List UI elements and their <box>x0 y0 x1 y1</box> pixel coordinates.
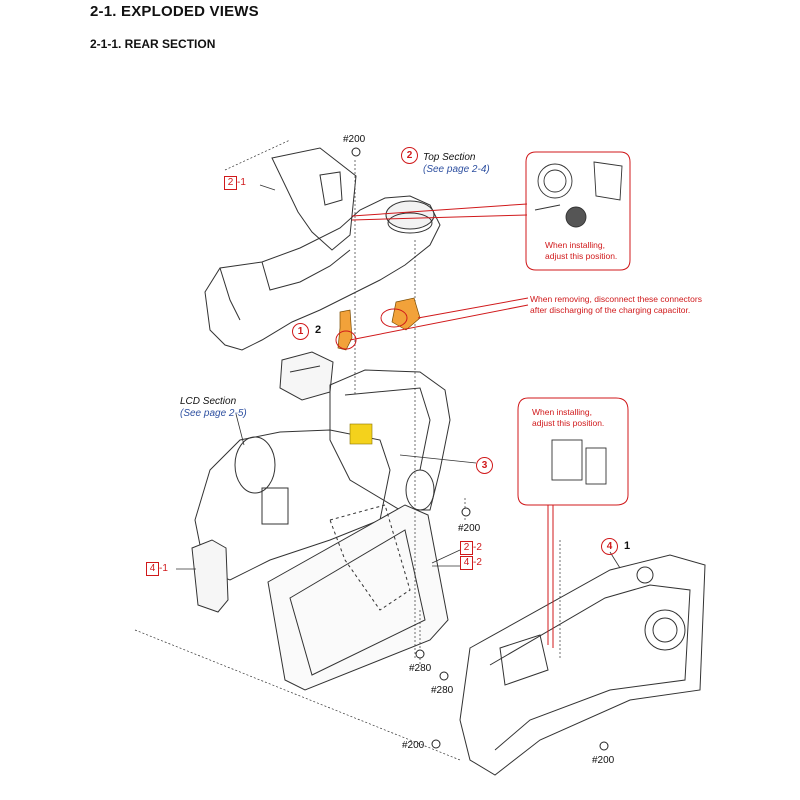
flex-connector-1 <box>337 309 353 351</box>
section-subtitle: 2-1-1. REAR SECTION <box>90 37 216 51</box>
ref-2-2-suffix: -2 <box>473 542 482 553</box>
highlight-component <box>349 423 373 445</box>
part-4-1 <box>191 539 229 613</box>
note-install-mid: When installing, adjust this position. <box>532 407 604 429</box>
part-number-1: 1 <box>624 540 631 552</box>
callout-number-top-section: 2 <box>401 147 418 164</box>
ref-2-1: 2-1 <box>224 176 246 190</box>
note-install-top-line2: adjust this position. <box>545 251 618 261</box>
screw-label-mid-right: #200 <box>458 523 481 534</box>
lcd-section-page-link[interactable]: (See page 2-5) <box>180 408 247 419</box>
screw-label-lower-left: #280 <box>431 685 454 696</box>
ref-4-1-box: 4 <box>146 562 159 576</box>
top-section-page-link[interactable]: (See page 2-4) <box>423 164 490 175</box>
screw-bottom-left <box>431 739 441 749</box>
ref-4-1: 4-1 <box>146 562 168 576</box>
panel-2-1 <box>271 147 357 251</box>
screw-lower-left <box>439 671 449 681</box>
callout-number-4: 4 <box>601 538 618 555</box>
mode-dial <box>385 200 435 230</box>
ref-4-2-suffix: -2 <box>473 557 482 568</box>
screw-label-bottom-right: #200 <box>592 755 615 766</box>
callout-number-1: 1 <box>292 323 309 340</box>
main-body <box>329 369 451 511</box>
note-install-mid-line1: When installing, <box>532 407 593 417</box>
rear-cover <box>459 554 706 776</box>
note-install-mid-line2: adjust this position. <box>532 418 605 428</box>
note-install-top: When installing, adjust this position. <box>545 240 617 262</box>
part-2-block <box>279 351 334 401</box>
top-section-label: Top Section <box>423 152 476 163</box>
ref-2-1-box: 2 <box>224 176 237 190</box>
screw-bottom-right <box>599 741 609 751</box>
screw-label-lower-mid: #280 <box>409 663 432 674</box>
screw-label-top: #200 <box>343 134 366 145</box>
screw-top <box>351 147 361 157</box>
ref-2-1-suffix: -1 <box>237 177 246 188</box>
ref-4-1-suffix: -1 <box>159 563 168 574</box>
ref-4-2-box: 4 <box>460 556 473 570</box>
lcd-section-label: LCD Section <box>180 396 237 407</box>
note-removing: When removing, disconnect these connecto… <box>530 294 702 316</box>
callout-box-install-mid <box>517 397 629 506</box>
ref-2-2-box: 2 <box>460 541 473 555</box>
screw-mid-right <box>461 507 471 517</box>
top-cover <box>204 195 441 351</box>
callout-box-install-top <box>525 151 631 271</box>
callout-number-3: 3 <box>476 457 493 474</box>
lcd-panel <box>267 504 449 691</box>
note-removing-line1: When removing, disconnect these connecto… <box>530 294 702 304</box>
part-number-2: 2 <box>315 324 322 336</box>
ref-4-2: 4-2 <box>460 556 482 570</box>
screw-label-bottom-left: #200 <box>402 740 425 751</box>
note-removing-line2: after discharging of the charging capaci… <box>530 305 691 315</box>
screw-lower-mid <box>415 649 425 659</box>
ref-2-2: 2-2 <box>460 541 482 555</box>
page-title: 2-1. EXPLODED VIEWS <box>90 3 259 20</box>
note-install-top-line1: When installing, <box>545 240 606 250</box>
